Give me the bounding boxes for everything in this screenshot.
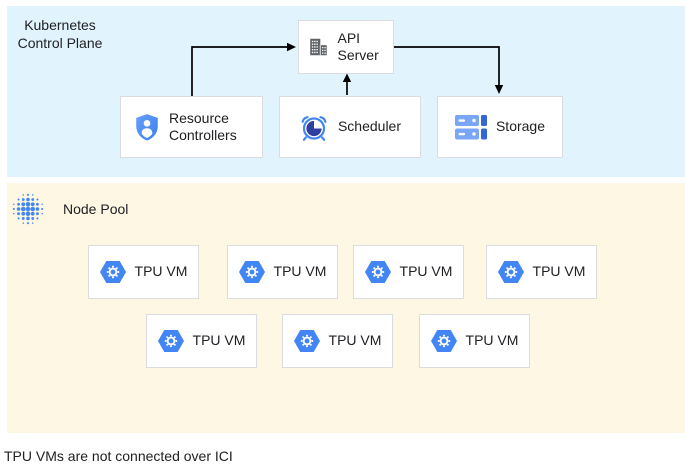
scheduler-label: Scheduler	[337, 118, 402, 135]
tpu-vm-label: TPU VM	[192, 332, 246, 349]
hexagon-gear-icon	[294, 330, 320, 352]
disk-stack-icon	[454, 114, 487, 140]
tpu-vm-label: TPU VM	[134, 263, 188, 280]
node-pool-title: Node Pool	[63, 201, 129, 217]
alarm-clock-icon	[299, 113, 329, 142]
tpu-vm-node: TPU VM	[282, 314, 393, 368]
shield-user-icon	[134, 113, 160, 141]
api-server-node: API Server	[298, 20, 394, 74]
footnote-caption: TPU VMs are not connected over ICI	[4, 448, 233, 464]
tpu-vm-node: TPU VM	[227, 245, 338, 299]
tpu-vm-node: TPU VM	[486, 245, 597, 299]
scheduler-node: Scheduler	[279, 96, 421, 158]
tpu-vm-label: TPU VM	[532, 263, 586, 280]
control-plane-title: Kubernetes Control Plane	[17, 17, 103, 52]
tpu-vm-node: TPU VM	[353, 245, 464, 299]
hexagon-gear-icon	[239, 261, 265, 283]
building-icon	[307, 36, 329, 58]
node-pool-region	[7, 183, 685, 433]
tpu-vm-node: TPU VM	[146, 314, 257, 368]
hexagon-gear-icon	[431, 330, 457, 352]
tpu-vm-label: TPU VM	[465, 332, 519, 349]
storage-label: Storage	[495, 118, 546, 135]
tpu-vm-node: TPU VM	[419, 314, 530, 368]
dotted-circle-icon	[11, 192, 45, 226]
tpu-vm-label: TPU VM	[273, 263, 327, 280]
resource-controllers-node: Resource Controllers	[120, 96, 263, 158]
api-server-label: API Server	[337, 29, 379, 64]
hexagon-gear-icon	[365, 261, 391, 283]
tpu-vm-label: TPU VM	[399, 263, 453, 280]
tpu-vm-node: TPU VM	[88, 245, 199, 299]
hexagon-gear-icon	[100, 261, 126, 283]
hexagon-gear-icon	[158, 330, 184, 352]
hexagon-gear-icon	[498, 261, 524, 283]
storage-node: Storage	[437, 96, 563, 158]
resource-controllers-label: Resource Controllers	[169, 109, 237, 144]
tpu-vm-label: TPU VM	[328, 332, 382, 349]
